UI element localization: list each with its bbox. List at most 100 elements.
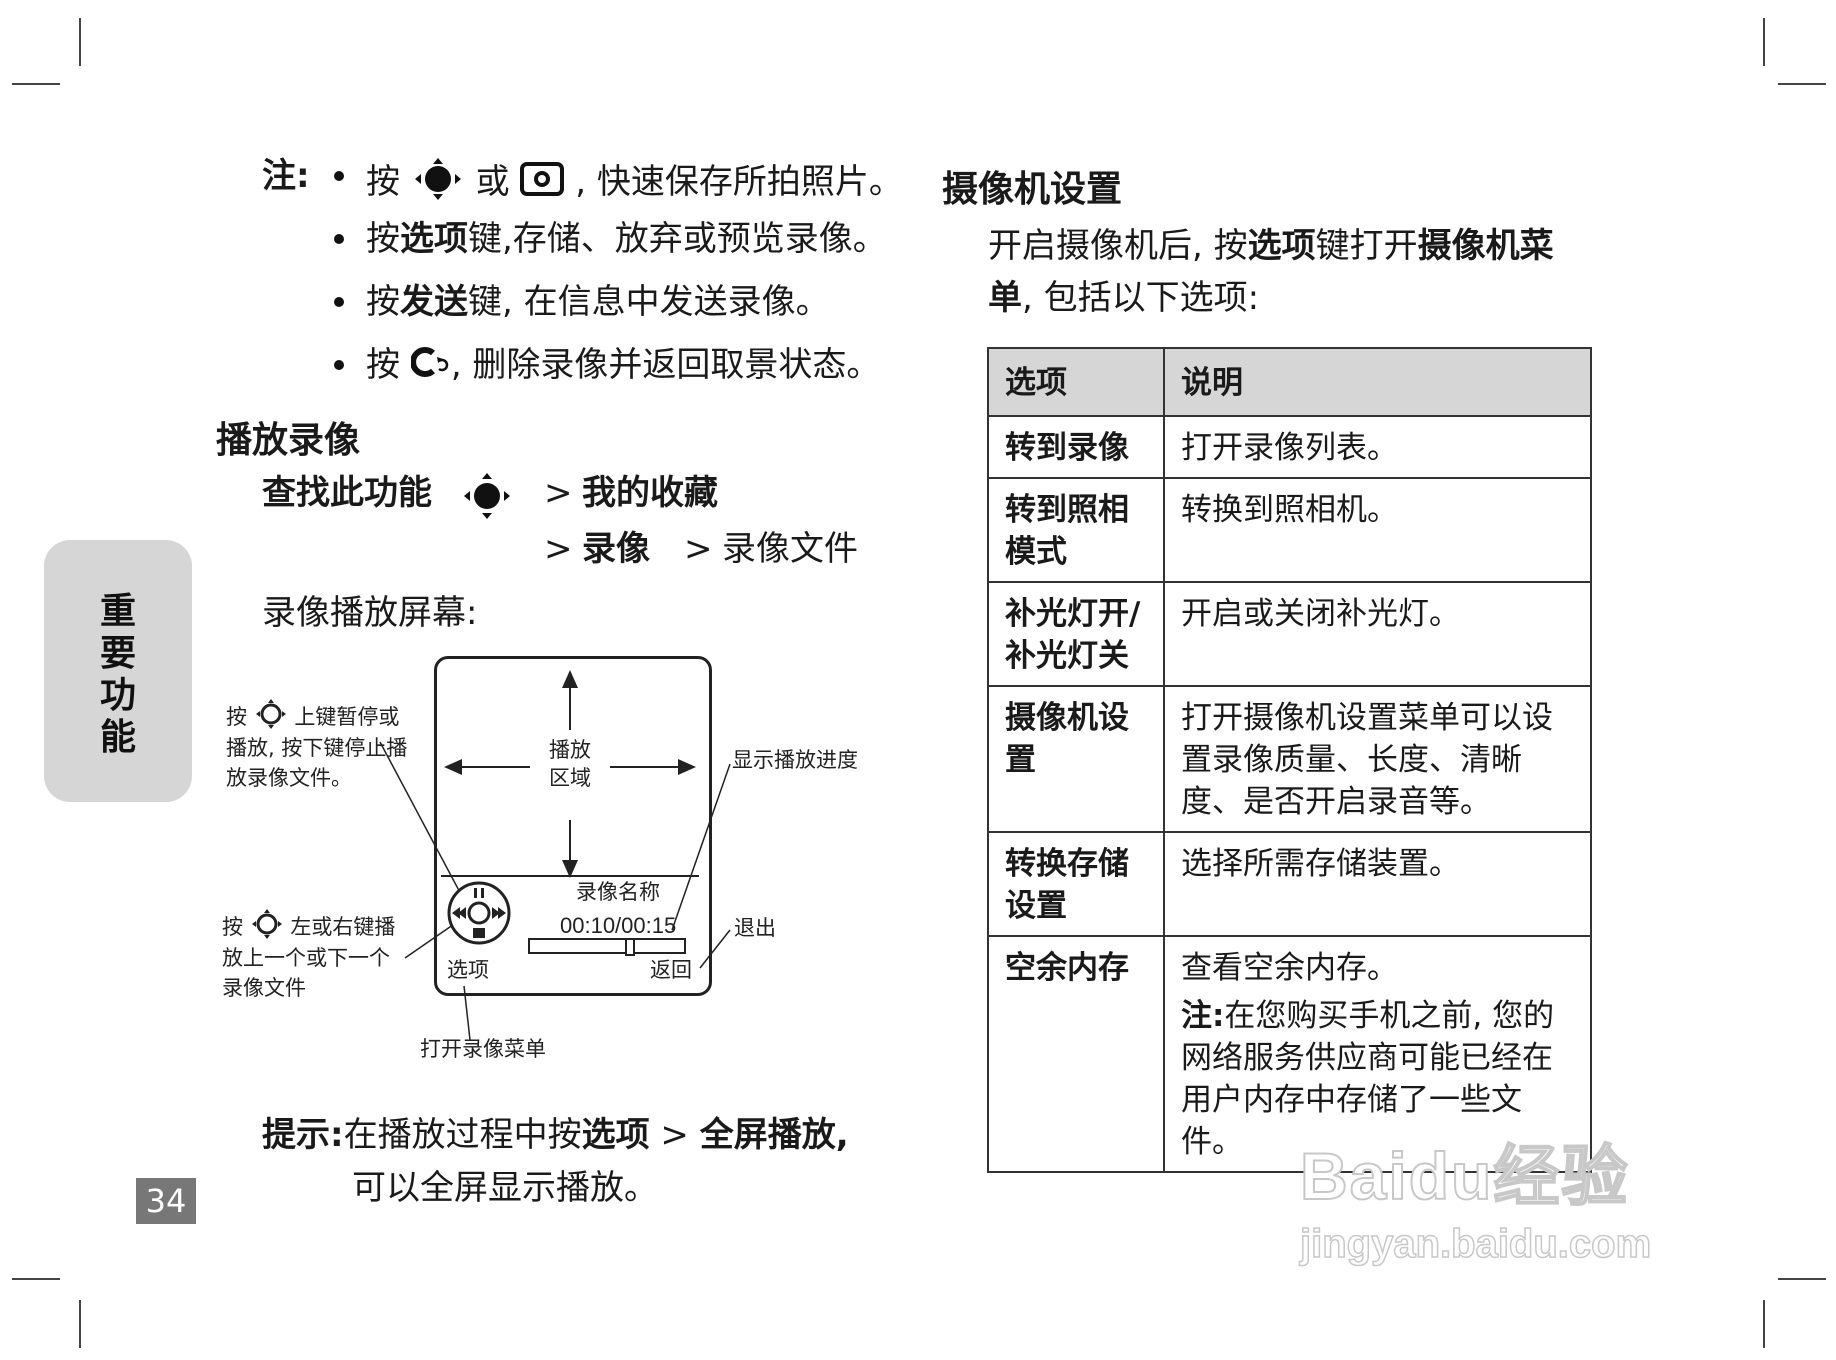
intro-text: 键打开 <box>1315 226 1418 266</box>
desc-cell: 转换到照相机。 <box>1163 477 1592 583</box>
crop-mark <box>79 18 81 66</box>
path-separator: > <box>684 529 713 569</box>
table-row: 转到照相模式 转换到照相机。 <box>987 477 1592 583</box>
callout-menu: 打开录像菜单 <box>420 1037 546 1061</box>
callout-nav-3: 放录像文件。 <box>226 766 352 790</box>
play-area-label-2: 区域 <box>549 766 591 790</box>
watermark-url: jingyan.baidu.com <box>1299 1221 1652 1267</box>
note-bullet-2: 按选项键,存储、放弃或预览录像。 <box>366 219 887 259</box>
intro-text-bold: 摄像机菜 <box>1417 226 1554 266</box>
table-header: 说明 <box>1163 347 1592 417</box>
crop-mark <box>1778 83 1826 85</box>
note-text-bold: 发送 <box>400 282 468 322</box>
note-text: 按 <box>366 219 400 259</box>
option-cell: 转换存储设置 <box>987 831 1165 937</box>
note-bullet-1: 按 或 , 快速保存所拍照片。 <box>366 156 903 211</box>
side-tab-char: 重 <box>99 591 136 632</box>
softkey-options: 选项 <box>447 958 489 982</box>
screen-caption: 录像播放屏幕: <box>262 593 478 633</box>
camera-intro-line2: 单, 包括以下选项: <box>988 278 1259 318</box>
note-text: 键, 在信息中发送录像。 <box>468 282 830 322</box>
tip-text-bold: 选项 <box>581 1115 650 1155</box>
tip-text-bold: 全屏播放 <box>699 1115 836 1155</box>
nav-key-outline-icon <box>254 697 288 739</box>
path-item-video: 录像 <box>582 529 650 569</box>
callout-exit: 退出 <box>734 916 776 940</box>
table-row: 转到录像 打开录像列表。 <box>987 415 1592 479</box>
table-header: 选项 <box>987 347 1165 417</box>
intro-text: , 包括以下选项: <box>1022 278 1260 318</box>
callout-text: 按 <box>226 705 247 729</box>
progress-thumb <box>625 938 635 956</box>
desc-cell: 开启或关闭补光灯。 <box>1163 581 1592 687</box>
callout-lr-2: 放上一个或下一个 <box>222 946 390 970</box>
tip-separator: > <box>660 1115 689 1155</box>
crop-mark <box>1763 18 1765 66</box>
note-label: 注: <box>1181 998 1225 1034</box>
side-tab-char: 能 <box>99 717 136 758</box>
desc-note: 注:在您购买手机之前, 您的网络服务供应商可能已经在用户内存中存储了一些文件。 <box>1181 995 1574 1163</box>
path-separator: > <box>544 529 573 569</box>
note-bullet-3: 按发送键, 在信息中发送录像。 <box>366 282 830 322</box>
nav-key-icon <box>460 469 514 527</box>
crop-mark <box>1778 1278 1826 1280</box>
path-item-video-files: 录像文件 <box>722 529 858 569</box>
tip-text: 在播放过程中按 <box>343 1115 582 1155</box>
bullet-dot <box>334 297 344 307</box>
playback-progress-bar <box>528 938 686 956</box>
section-side-tab: 重 要 功 能 <box>44 540 192 802</box>
table-row: 摄像机设置 打开摄像机设置菜单可以设置录像质量、长度、清晰度、是否开启录音等。 <box>987 685 1592 833</box>
playback-control-icon <box>446 880 512 950</box>
table-row: 补光灯开/补光灯关 开启或关闭补光灯。 <box>987 581 1592 687</box>
crop-mark <box>12 83 60 85</box>
desc-cell: 打开摄像机设置菜单可以设置录像质量、长度、清晰度、是否开启录音等。 <box>1163 685 1592 833</box>
intro-text-bold: 单 <box>988 278 1022 318</box>
desc-cell: 打开录像列表。 <box>1163 415 1592 479</box>
intro-text-bold: 选项 <box>1247 226 1316 266</box>
callout-lr-3: 录像文件 <box>222 976 306 1000</box>
tip-line-2: 可以全屏显示播放。 <box>352 1168 658 1208</box>
bullet-dot <box>334 360 344 370</box>
note-text: 按 <box>366 282 400 322</box>
desc-cell: 选择所需存储装置。 <box>1163 831 1592 937</box>
watermark: Baidu经验 jingyan.baidu.com <box>1299 1138 1652 1268</box>
path-item-favorites: 我的收藏 <box>582 473 718 513</box>
intro-text: 开启摄像机后, 按 <box>988 226 1248 266</box>
crop-mark <box>1763 1300 1765 1348</box>
watermark-logo: Baidu经验 <box>1299 1138 1630 1214</box>
camera-key-icon <box>520 162 565 205</box>
table-header-row: 选项 说明 <box>987 347 1592 417</box>
playback-time: 00:10/00:15 <box>560 913 677 938</box>
note-text: 在您购买手机之前, 您的网络服务供应商可能已经在用户内存中存储了一些文件。 <box>1181 998 1555 1160</box>
desc-cell: 查看空余内存。 注:在您购买手机之前, 您的网络服务供应商可能已经在用户内存中存… <box>1163 935 1592 1173</box>
option-cell: 补光灯开/补光灯关 <box>987 581 1165 687</box>
path-separator: > <box>544 473 573 513</box>
note-text: , 快速保存所拍照片。 <box>575 162 903 202</box>
callout-text: 按 <box>222 915 243 939</box>
crop-mark <box>79 1300 81 1348</box>
tip-label: 提示: <box>262 1115 344 1155</box>
callout-left-right: 按 左或右键播 <box>222 907 395 949</box>
callout-nav-2: 播放, 按下键停止播 <box>226 736 408 760</box>
side-tab-char: 功 <box>99 675 136 716</box>
find-feature-label: 查找此功能 <box>262 473 432 513</box>
section-title-camera: 摄像机设置 <box>942 169 1123 210</box>
note-text: 按 <box>366 345 400 385</box>
option-cell: 转到照相模式 <box>987 477 1165 583</box>
video-name: 录像名称 <box>576 880 660 904</box>
softkey-back: 返回 <box>650 958 692 982</box>
callout-progress: 显示播放进度 <box>732 748 858 772</box>
phone-screen-frame <box>434 656 712 996</box>
nav-key-outline-icon <box>250 907 284 949</box>
table-row: 空余内存 查看空余内存。 注:在您购买手机之前, 您的网络服务供应商可能已经在用… <box>987 935 1592 1173</box>
side-tab-char: 要 <box>99 633 136 674</box>
option-cell: 转到录像 <box>987 415 1165 479</box>
crop-mark <box>12 1278 60 1280</box>
page-number: 34 <box>136 1178 196 1224</box>
note-label: 注: <box>262 156 310 196</box>
desc-text: 查看空余内存。 <box>1181 950 1398 986</box>
tip-line-1: 提示:在播放过程中按选项 > 全屏播放, <box>262 1115 849 1155</box>
note-text: , 删除录像并返回取景状态。 <box>450 345 881 385</box>
bullet-dot <box>334 234 344 244</box>
